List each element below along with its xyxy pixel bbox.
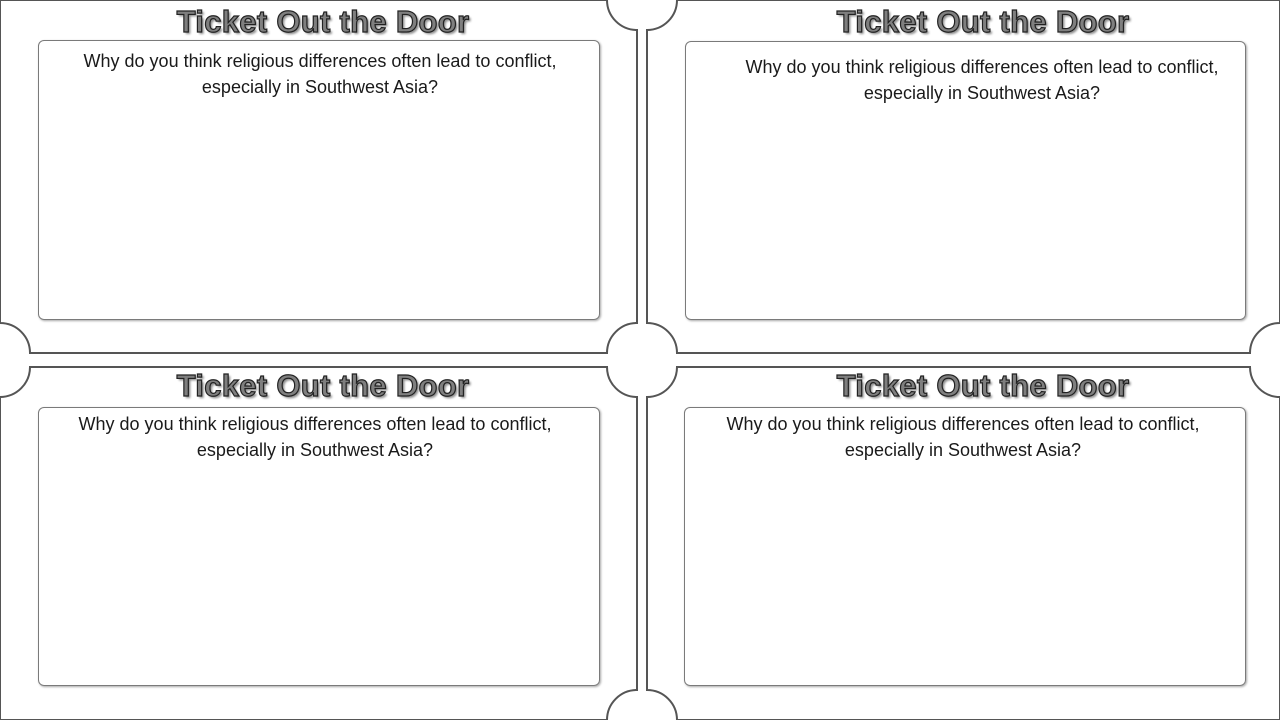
question-text-4: Why do you think religious differences o… xyxy=(726,414,1200,460)
ticket-title-1: Ticket Out the Door xyxy=(176,3,470,39)
ticket-frame-3 xyxy=(0,366,638,720)
question-text-1: Why do you think religious differences o… xyxy=(83,51,557,97)
ticket-title-3: Ticket Out the Door xyxy=(176,367,470,403)
ticket-title-4: Ticket Out the Door xyxy=(836,367,1130,403)
answer-box-2[interactable] xyxy=(685,41,1246,320)
question-text-3: Why do you think religious differences o… xyxy=(78,414,552,460)
answer-box-4[interactable] xyxy=(684,407,1246,686)
ticket-frame-4 xyxy=(646,366,1280,720)
answer-box-3[interactable] xyxy=(38,407,600,686)
question-text-2: Why do you think religious differences o… xyxy=(745,57,1219,103)
ticket-frame-1 xyxy=(0,0,638,354)
ticket-title-2: Ticket Out the Door xyxy=(836,3,1130,39)
answer-box-1[interactable] xyxy=(38,40,600,320)
ticket-frame-2 xyxy=(646,0,1280,354)
